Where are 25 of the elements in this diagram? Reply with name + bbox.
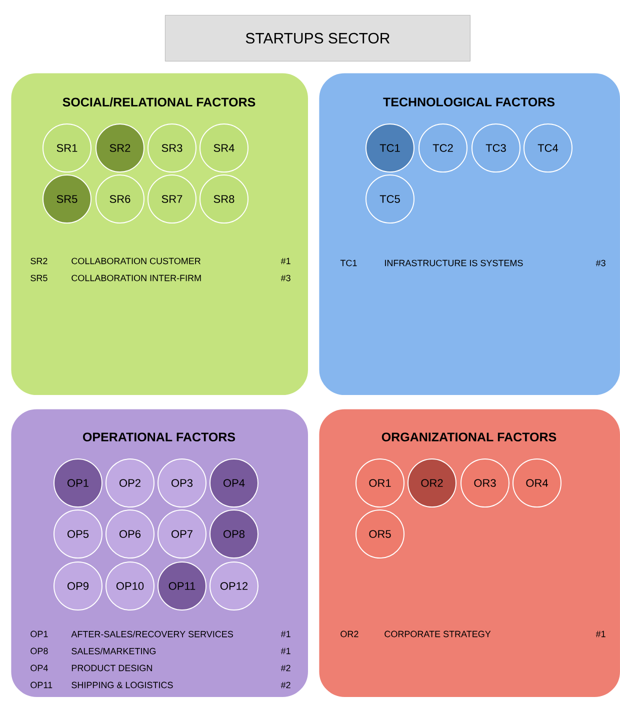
rank: #2 bbox=[280, 682, 290, 688]
factor-code: OP11 bbox=[30, 682, 52, 688]
title-box: STARTUPS SECTOR bbox=[165, 15, 470, 62]
factor-description: SALES/MARKETING bbox=[72, 648, 156, 654]
factor-description: SHIPPING & LOGISTICS bbox=[72, 682, 173, 688]
factor-code: TC1 bbox=[340, 260, 357, 266]
factor-description: AFTER-SALES/RECOVERY SERVICES bbox=[71, 630, 233, 638]
factor-code: OR2 bbox=[340, 630, 358, 638]
factor-code: SR5 bbox=[30, 274, 48, 282]
factor-code: SR2 bbox=[30, 258, 48, 264]
factor-description: CORPORATE STRATEGY bbox=[384, 630, 491, 638]
factor-code: OP8 bbox=[30, 648, 48, 654]
rank: #2 bbox=[280, 664, 290, 672]
factor-code: OP1 bbox=[30, 630, 48, 638]
rank: #1 bbox=[596, 630, 606, 638]
rank: #1 bbox=[280, 630, 290, 638]
rank: #3 bbox=[596, 260, 606, 266]
factor-description: COLLABORATION INTER-FIRM bbox=[72, 274, 201, 282]
rank: #3 bbox=[280, 274, 290, 282]
rank: #1 bbox=[280, 648, 290, 654]
factor-description: PRODUCT DESIGN bbox=[72, 664, 152, 672]
factor-description: COLLABORATION CUSTOMER bbox=[72, 258, 200, 264]
rank: #1 bbox=[280, 258, 290, 264]
factor-code: OP4 bbox=[30, 664, 48, 672]
factor-description: INFRASTRUCTURE IS SYSTEMS bbox=[385, 260, 523, 266]
